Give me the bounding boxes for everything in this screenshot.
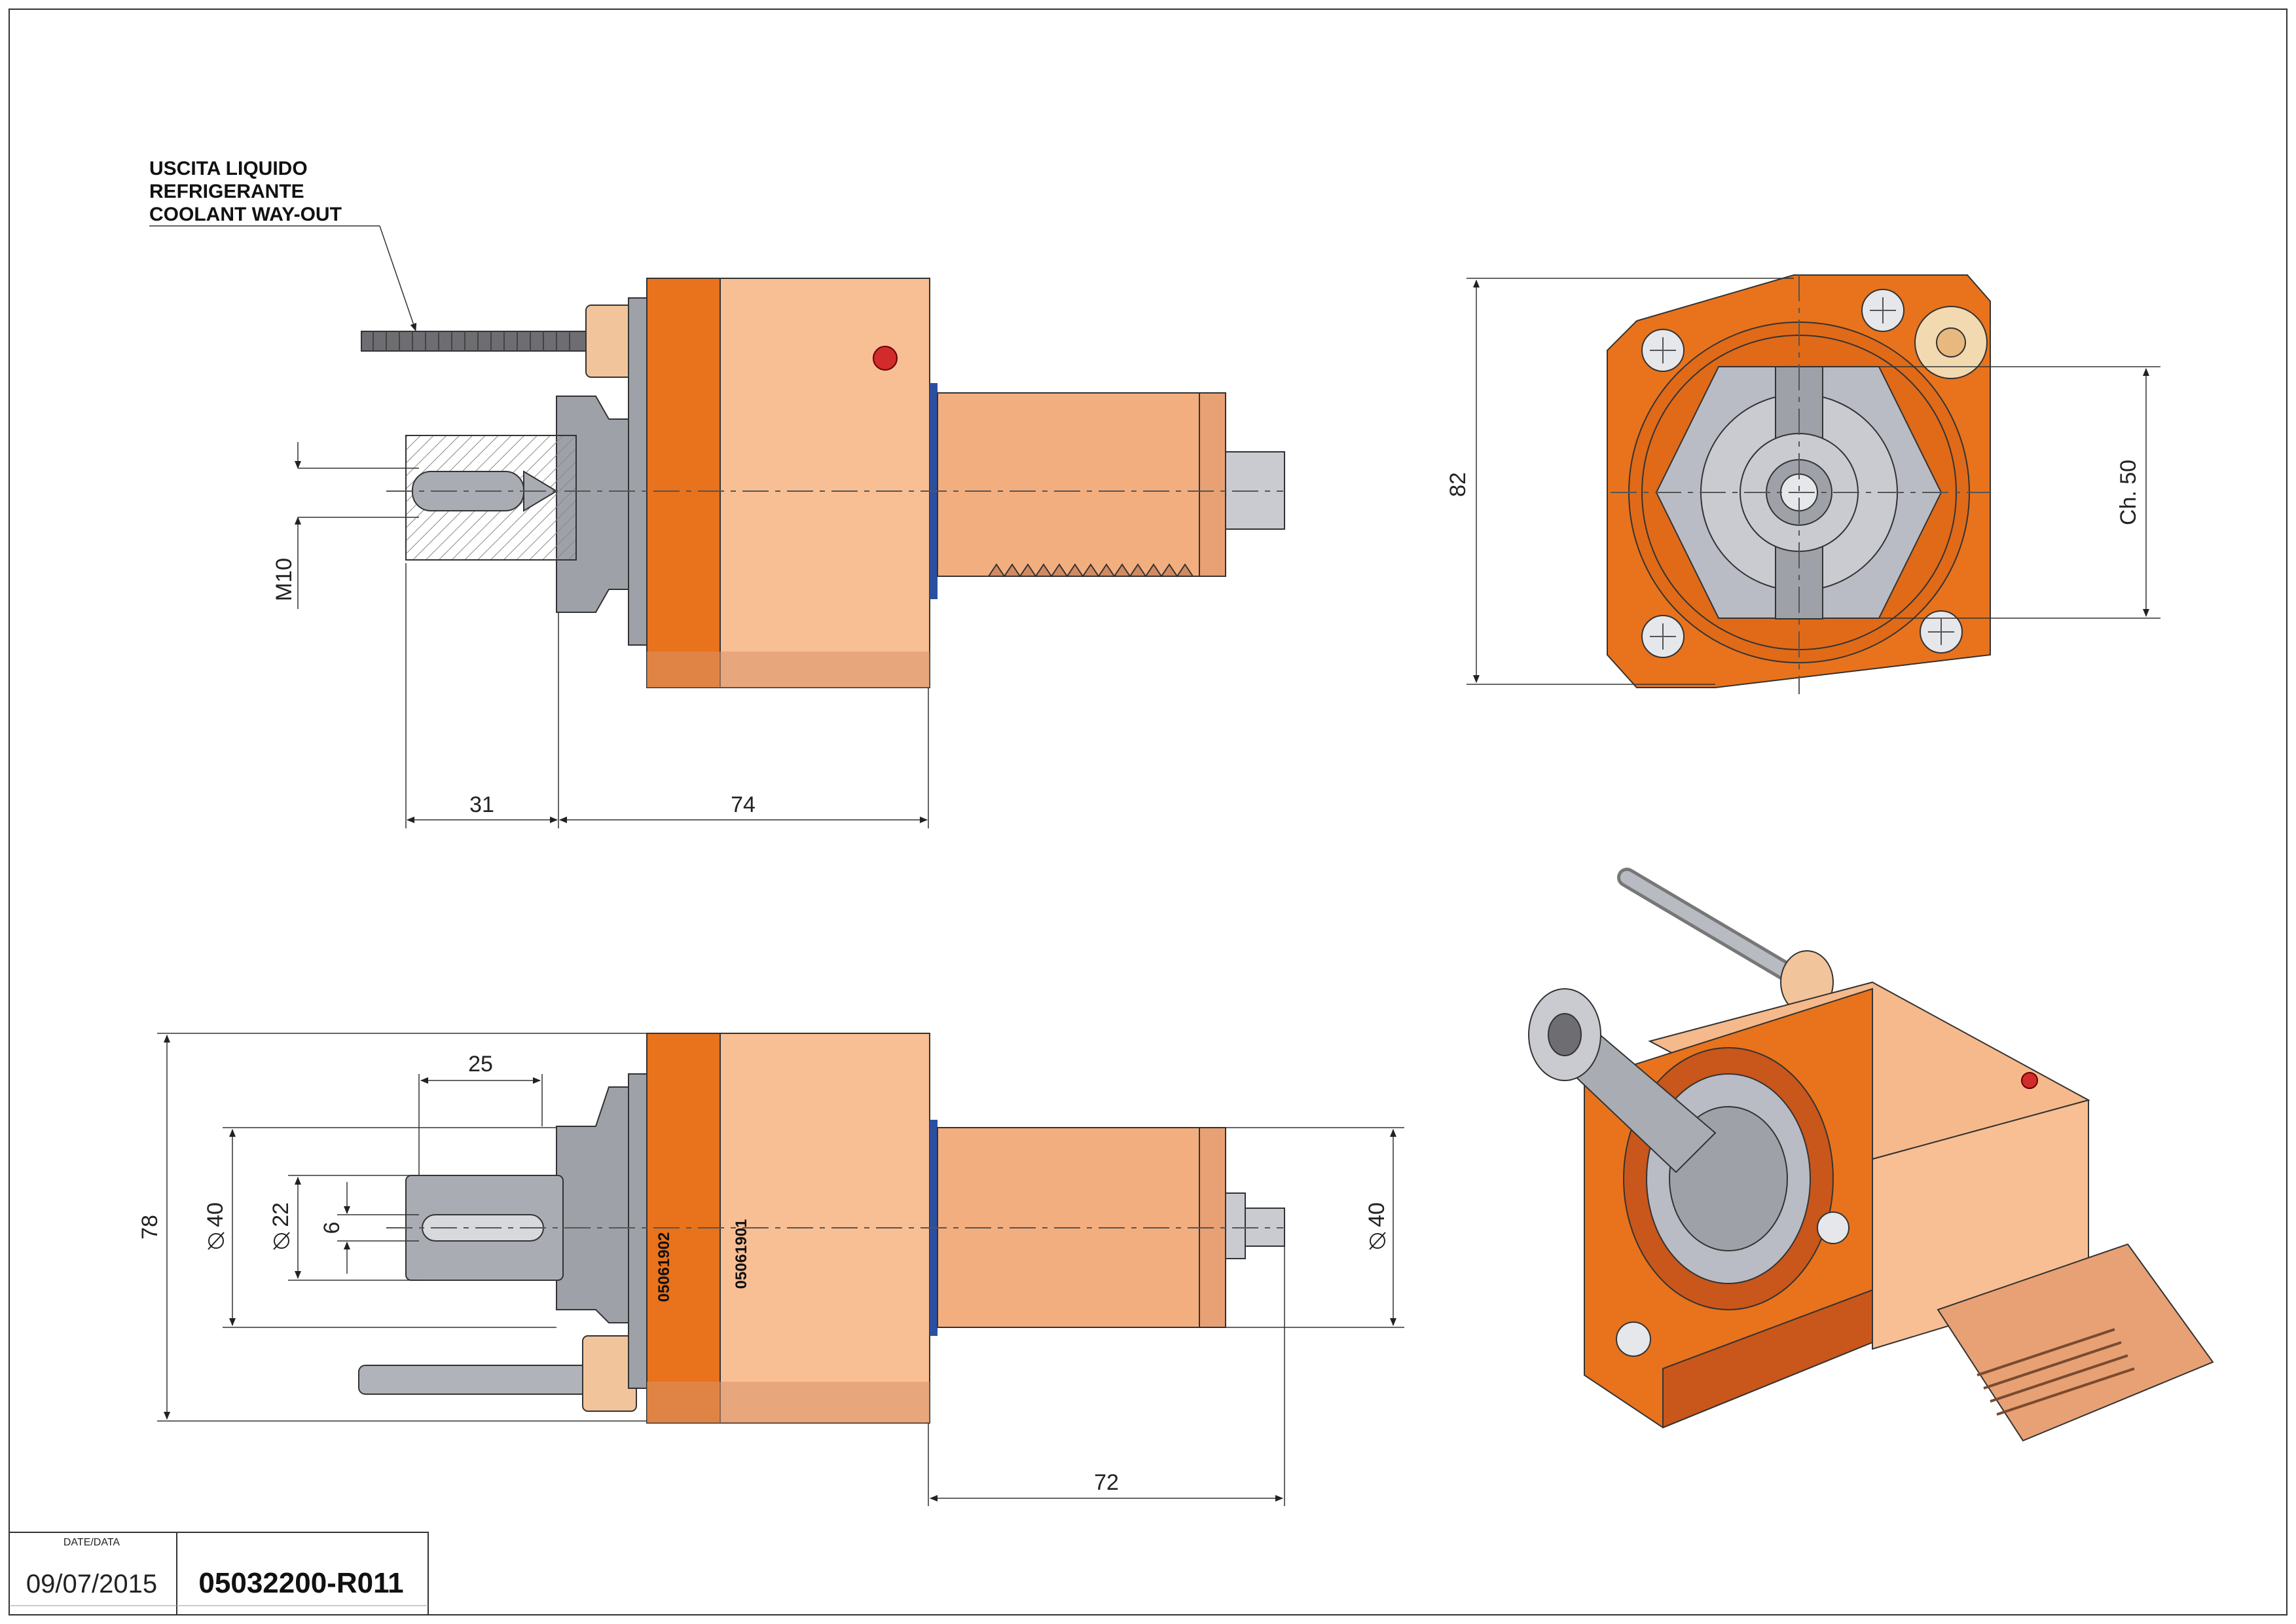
flange-plate xyxy=(628,297,647,646)
dim-72: 72 xyxy=(1094,1470,1119,1495)
bottom-nut xyxy=(556,1086,629,1323)
part-number-left: 05061902 xyxy=(655,1232,673,1302)
coolant-note-line3: COOLANT WAY-OUT xyxy=(149,204,342,225)
title-block: DATE/DATA 09/07/2015 05032200-R011 xyxy=(9,1532,429,1615)
side-view-top: M10 31 74 xyxy=(272,278,1285,828)
housing-body xyxy=(720,278,930,688)
dim-dia22: 22 xyxy=(268,1202,293,1227)
drawing-border xyxy=(9,9,2287,1615)
side-view-bottom: 05061902 05061901 78 25 40 22 xyxy=(137,1033,1404,1506)
dim-82: 82 xyxy=(1446,472,1470,497)
coolant-note-line2: REFRIGERANTE xyxy=(149,181,304,202)
drawing-code: 05032200-R011 xyxy=(198,1567,403,1599)
front-view: 82 Ch. 50 xyxy=(1446,274,2160,694)
dim-78: 78 xyxy=(137,1215,162,1240)
dim-dia40-right: 40 xyxy=(1364,1202,1389,1227)
dim-74: 74 xyxy=(731,792,756,817)
coolant-note-line1: USCITA LIQUIDO xyxy=(149,158,308,179)
dim-31: 31 xyxy=(469,792,494,817)
isometric-view xyxy=(1528,868,2214,1442)
flange-orange xyxy=(646,278,721,688)
dim-thread-m10: M10 xyxy=(272,558,297,601)
coolant-note: USCITA LIQUIDO REFRIGERANTE COOLANT WAY-… xyxy=(149,158,417,331)
shaft-splines xyxy=(987,563,1194,578)
date-value: 09/07/2015 xyxy=(26,1570,157,1598)
part-number-right: 05061901 xyxy=(733,1219,750,1289)
bottom-coolant-tube xyxy=(358,1365,590,1395)
dim-dia40-left: 40 xyxy=(203,1202,228,1227)
red-plug xyxy=(873,346,898,371)
drive-shaft xyxy=(937,392,1226,577)
dim-ch50: Ch. 50 xyxy=(2116,460,2141,525)
dim-25: 25 xyxy=(468,1052,493,1077)
dim-6: 6 xyxy=(319,1222,344,1234)
date-label: DATE/DATA xyxy=(64,1537,120,1548)
